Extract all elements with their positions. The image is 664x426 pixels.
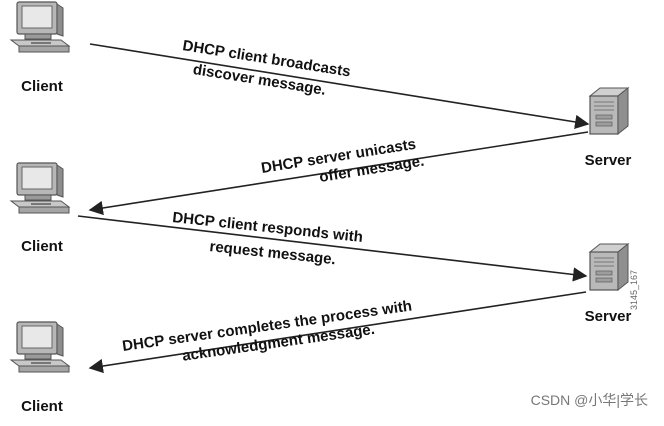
server-icon <box>589 243 629 291</box>
request-arrow <box>77 215 588 282</box>
ack-label: DHCP server completes the process with a… <box>121 297 413 364</box>
client-computer-icon <box>10 1 70 53</box>
watermark-text: CSDN @小华|学长 <box>531 392 648 408</box>
discover-label: DHCP client broadcasts discover message. <box>181 37 351 99</box>
figure-code: 3145_167 <box>629 270 639 310</box>
client-3-label: Client <box>21 398 63 415</box>
server-icon <box>589 87 629 135</box>
request-label-line2: request message. <box>209 238 337 268</box>
server-2-label: Server <box>585 308 632 325</box>
discover-arrow <box>89 43 590 130</box>
server-2: Server 3145_167 <box>585 243 639 325</box>
client-1: Client <box>10 1 70 95</box>
client-computer-icon <box>10 321 70 373</box>
offer-label: DHCP server unicasts offer message. <box>260 136 425 186</box>
client-computer-icon <box>10 162 70 214</box>
offer-arrow <box>88 131 589 216</box>
request-label-line1: DHCP client responds with <box>172 209 364 246</box>
server-1: Server <box>585 87 632 169</box>
client-2: Client <box>10 162 70 255</box>
ack-arrow <box>88 291 587 374</box>
request-label: DHCP client responds with request messag… <box>172 209 364 268</box>
client-2-label: Client <box>21 238 63 255</box>
client-3: Client <box>10 321 70 415</box>
server-1-label: Server <box>585 152 632 169</box>
client-1-label: Client <box>21 78 63 95</box>
